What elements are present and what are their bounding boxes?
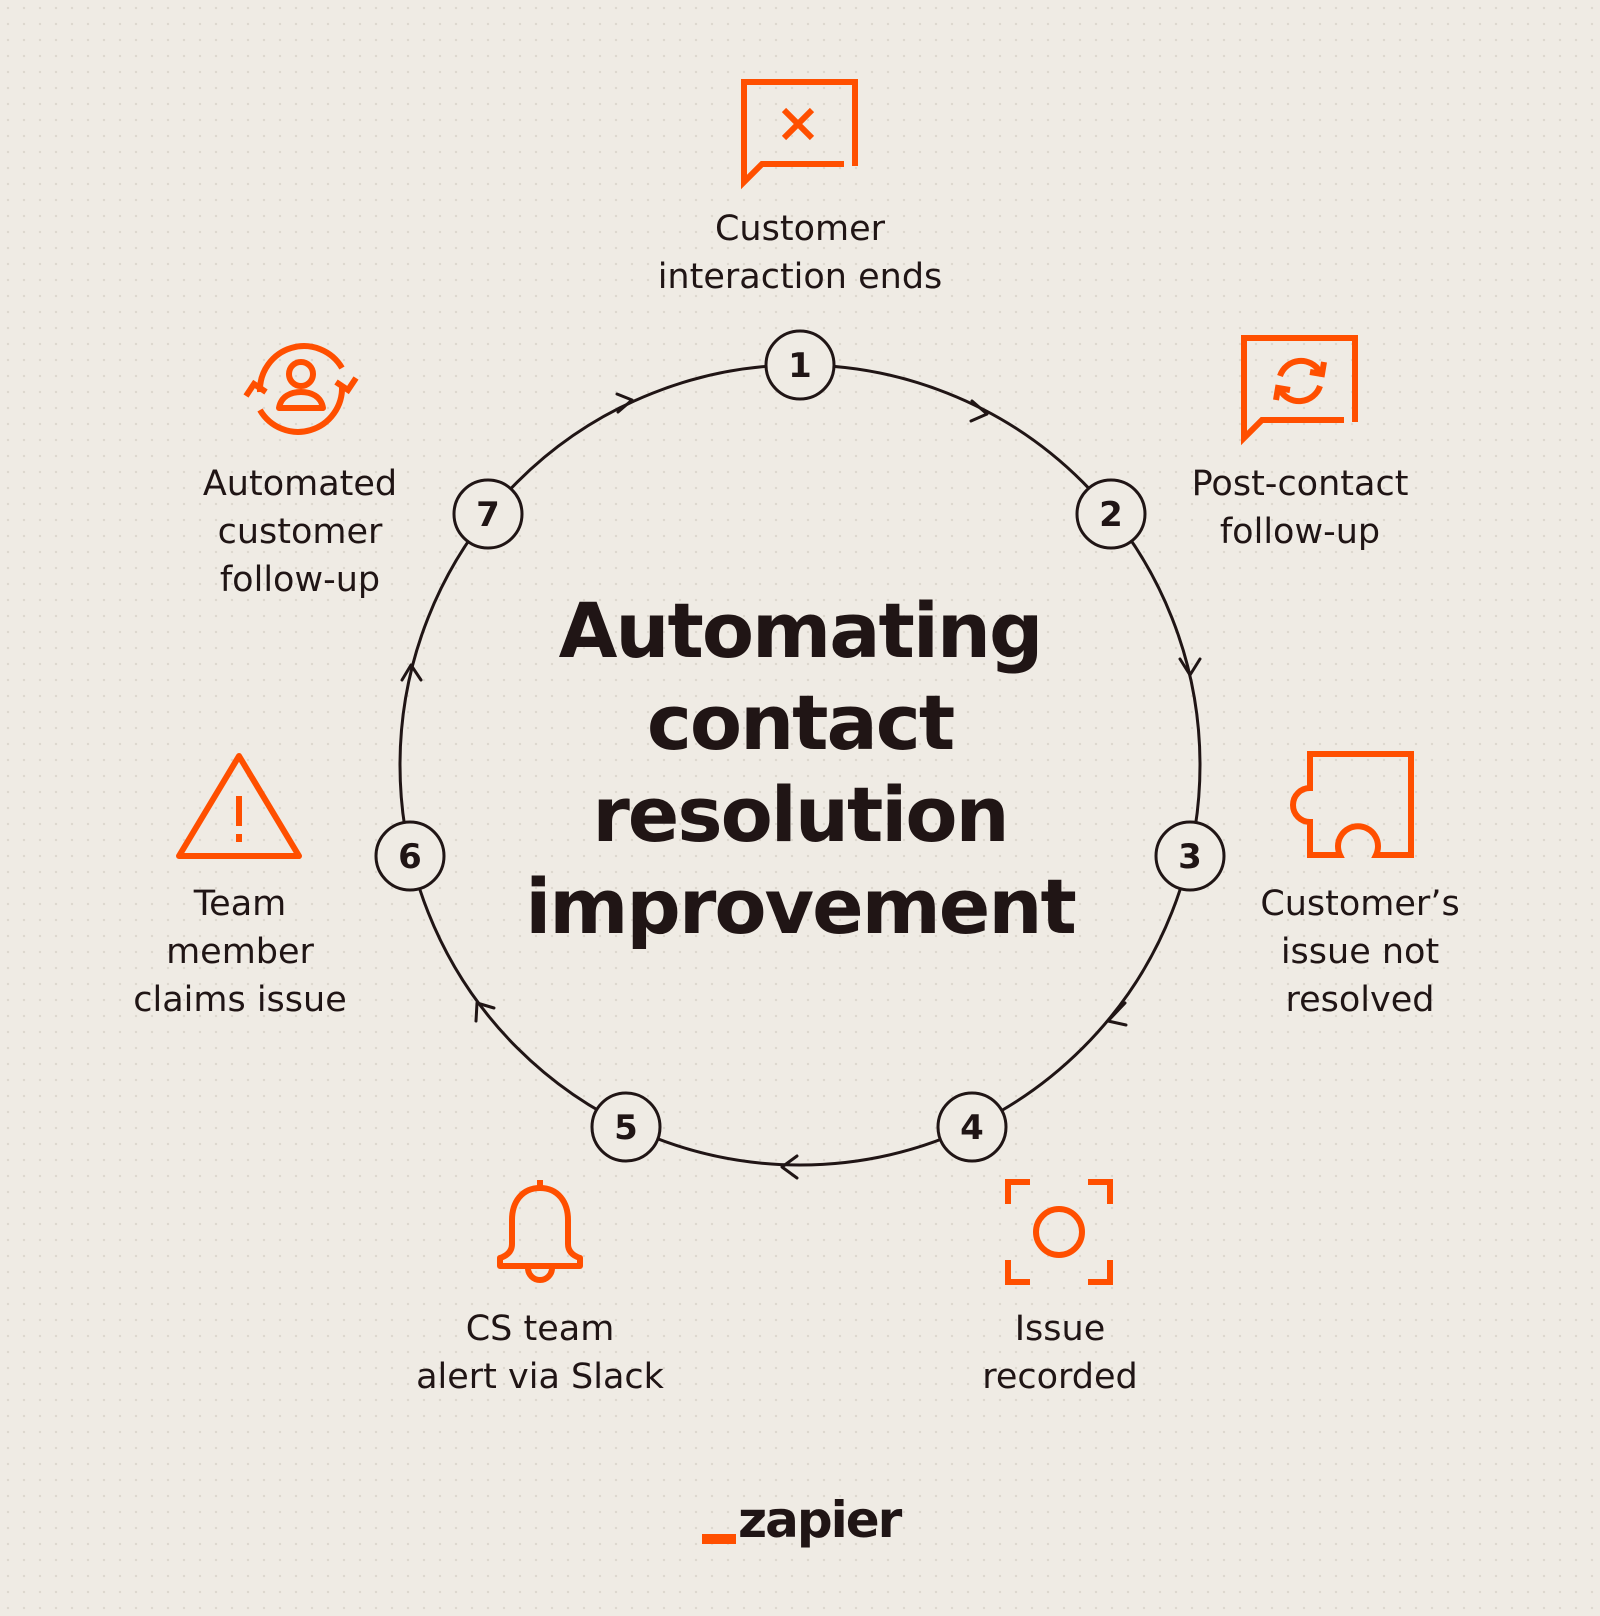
title-line-4: improvement — [525, 862, 1077, 951]
node-6: 6 — [374, 820, 446, 892]
logo-text: zapier — [738, 1491, 902, 1549]
bell-icon — [497, 1180, 583, 1283]
logo-underscore-bar — [702, 1534, 736, 1544]
title-line-3: resolution — [592, 770, 1009, 859]
node-5-number: 5 — [614, 1108, 638, 1148]
node-7-number: 7 — [476, 495, 500, 535]
node-6-number: 6 — [398, 837, 422, 877]
arrow-7-1 — [615, 392, 634, 414]
arrow-6-7 — [400, 663, 423, 682]
puzzle-icon — [1290, 751, 1414, 858]
chat-x-icon — [741, 79, 858, 190]
node-4-number: 4 — [960, 1108, 984, 1148]
zapier-logo: zapier — [700, 1490, 902, 1554]
arrow-4-5 — [780, 1154, 799, 1180]
node-4: 4 — [936, 1091, 1008, 1163]
title-line-1: Automating — [558, 586, 1044, 675]
diagram-title: Automating contact resolution improvemen… — [400, 585, 1200, 953]
title-line-2: contact — [646, 678, 955, 767]
node-2-number: 2 — [1099, 495, 1123, 535]
node-7: 7 — [452, 478, 524, 550]
arrow-3-4 — [1106, 1001, 1128, 1027]
user-cycle-icon — [243, 343, 359, 435]
arrow-5-6 — [474, 1001, 496, 1023]
node-1-number: 1 — [788, 346, 812, 386]
warning-icon — [176, 753, 302, 859]
node-5: 5 — [590, 1091, 662, 1163]
chat-refresh-icon — [1241, 335, 1358, 446]
node-1: 1 — [764, 329, 836, 401]
node-3: 3 — [1154, 820, 1226, 892]
arrow-2-3 — [1178, 657, 1202, 677]
node-2: 2 — [1075, 478, 1147, 550]
cycle-arrows — [400, 392, 1202, 1180]
record-target-icon — [1005, 1179, 1113, 1285]
node-3-number: 3 — [1178, 837, 1202, 877]
arrow-1-2 — [969, 399, 989, 423]
